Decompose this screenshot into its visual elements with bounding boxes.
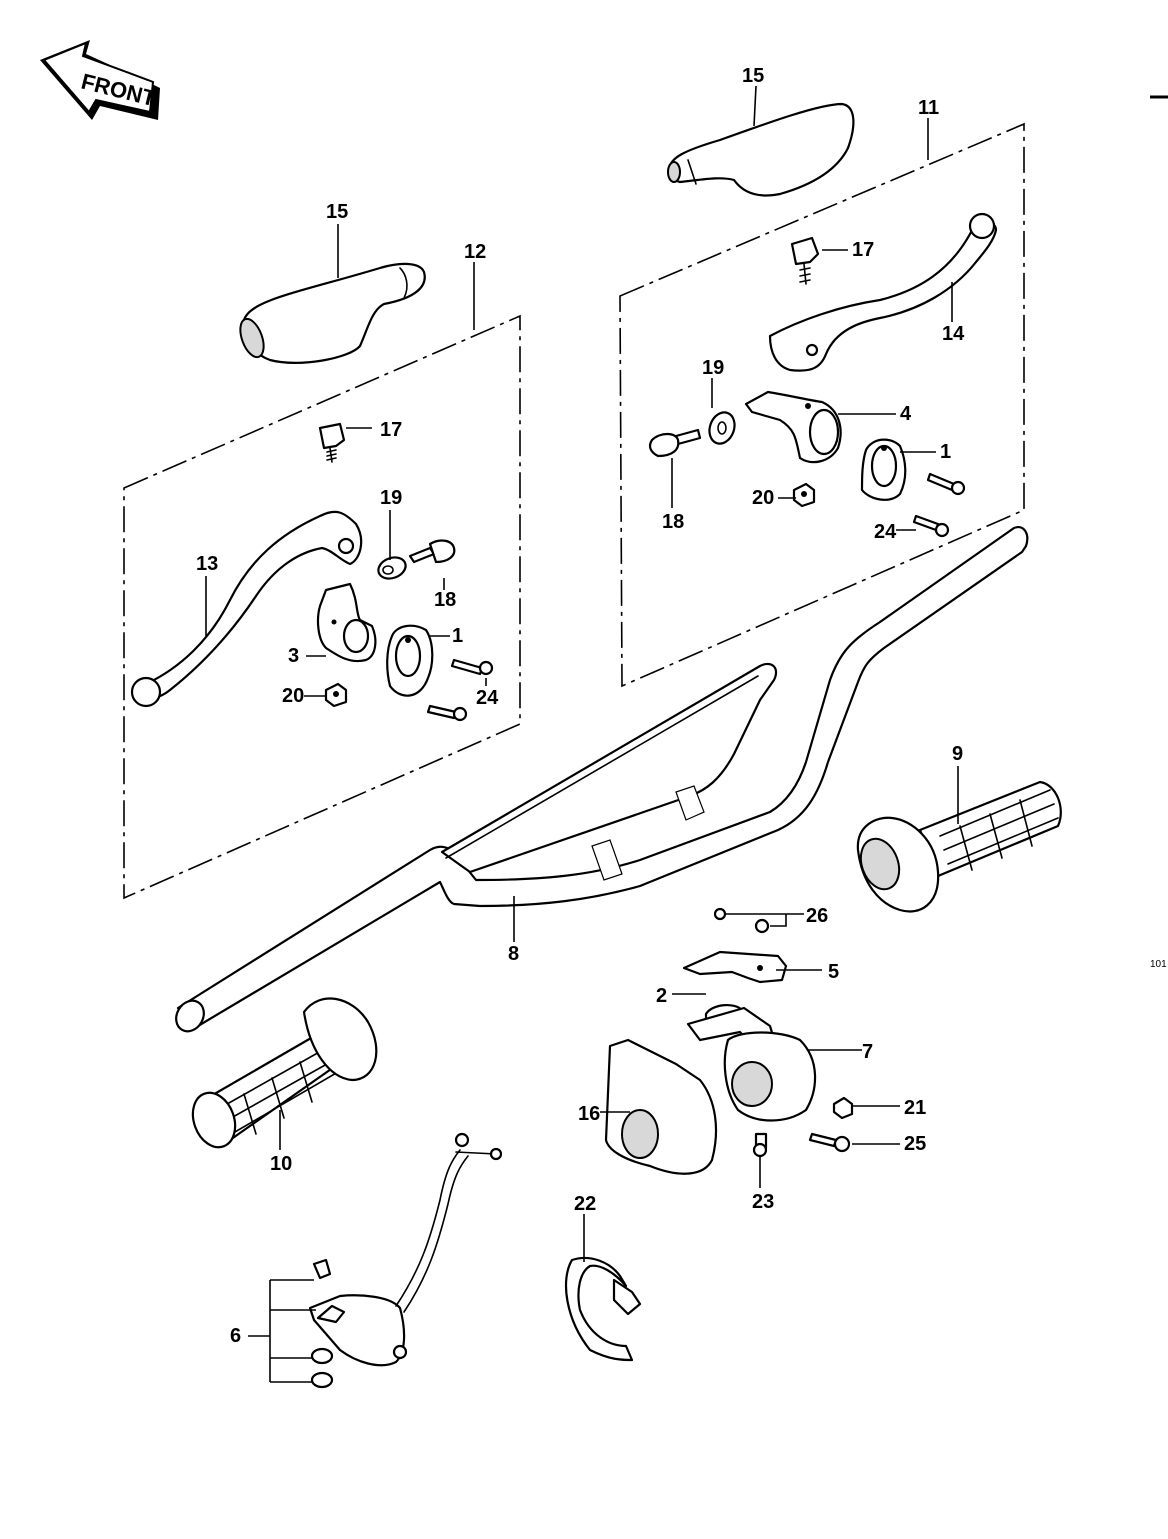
adjuster-bolt-right (648, 428, 702, 458)
callout-19-left: 19 (380, 487, 402, 509)
lever-cover-left (239, 262, 426, 364)
callout-16: 16 (578, 1103, 600, 1125)
callout-26: 26 (806, 905, 828, 927)
callout-2: 2 (656, 985, 667, 1007)
handlebar (175, 526, 1029, 1033)
callout-21: 21 (904, 1097, 926, 1119)
callout-6: 6 (230, 1325, 241, 1347)
screws-left (324, 658, 494, 722)
grip-left (191, 997, 378, 1149)
callout-18-right: 18 (662, 511, 684, 533)
throttle-fasteners (713, 907, 854, 1158)
callout-24-left: 24 (476, 687, 499, 709)
callout-1-left: 1 (452, 625, 463, 647)
callout-20-right: 20 (752, 487, 774, 509)
callout-10: 10 (270, 1153, 292, 1175)
lever-holder-right (744, 390, 842, 464)
adjuster-bolt-left (408, 539, 456, 564)
clamp-left (386, 624, 434, 697)
callout-13: 13 (196, 553, 218, 575)
lever-holder-left (316, 582, 377, 663)
callout-24-right: 24 (874, 521, 897, 543)
lever-cover-right (667, 102, 855, 197)
throttle-housing-7 (723, 1031, 817, 1122)
adjuster-nut-right (708, 411, 736, 445)
callouts: 15 11 15 12 17 14 19 4 17 1 20 19 18 24 … (196, 65, 965, 1347)
callout-23: 23 (752, 1191, 774, 1213)
callout-9: 9 (952, 743, 963, 765)
callout-8: 8 (508, 943, 519, 965)
group-box-11 (619, 122, 1025, 688)
callout-5: 5 (828, 961, 839, 983)
handlebar-knurl-bands (591, 785, 705, 881)
callout-12: 12 (464, 241, 486, 263)
group-box-12 (123, 314, 521, 900)
throttle-cap (682, 950, 788, 984)
kill-switch (308, 1132, 503, 1389)
callout-7: 7 (862, 1041, 873, 1063)
callout-14: 14 (942, 323, 965, 345)
callout-20-left: 20 (282, 685, 304, 707)
adjuster-nut-left (377, 556, 407, 580)
throttle-housing-16 (604, 1038, 718, 1175)
callout-17-right: 17 (852, 239, 874, 261)
callout-19-right: 19 (702, 357, 724, 379)
front-arrow-badge: FRONT (40, 40, 160, 120)
page-code: 101 (1150, 959, 1167, 970)
callout-15-right: 15 (742, 65, 764, 87)
callout-4: 4 (900, 403, 912, 425)
pivot-bolt-right (790, 236, 820, 285)
screws-right (792, 472, 966, 538)
grip-right-knurl (939, 789, 1059, 871)
pivot-bolt-left (318, 422, 346, 463)
leader-lines (205, 85, 959, 1383)
callout-18-left: 18 (434, 589, 456, 611)
callout-17-left: 17 (380, 419, 402, 441)
grip-right (856, 780, 1062, 913)
callout-1-right: 1 (940, 441, 951, 463)
callout-25: 25 (904, 1133, 926, 1155)
callout-22: 22 (574, 1193, 596, 1215)
callout-11: 11 (918, 97, 939, 119)
clutch-lever (130, 510, 363, 708)
clamp-right (860, 438, 907, 501)
callout-3: 3 (288, 645, 299, 667)
callout-15-left: 15 (326, 201, 348, 223)
grip-left-knurl (219, 1045, 339, 1137)
brake-lever (768, 212, 998, 372)
cable-band (564, 1256, 642, 1362)
